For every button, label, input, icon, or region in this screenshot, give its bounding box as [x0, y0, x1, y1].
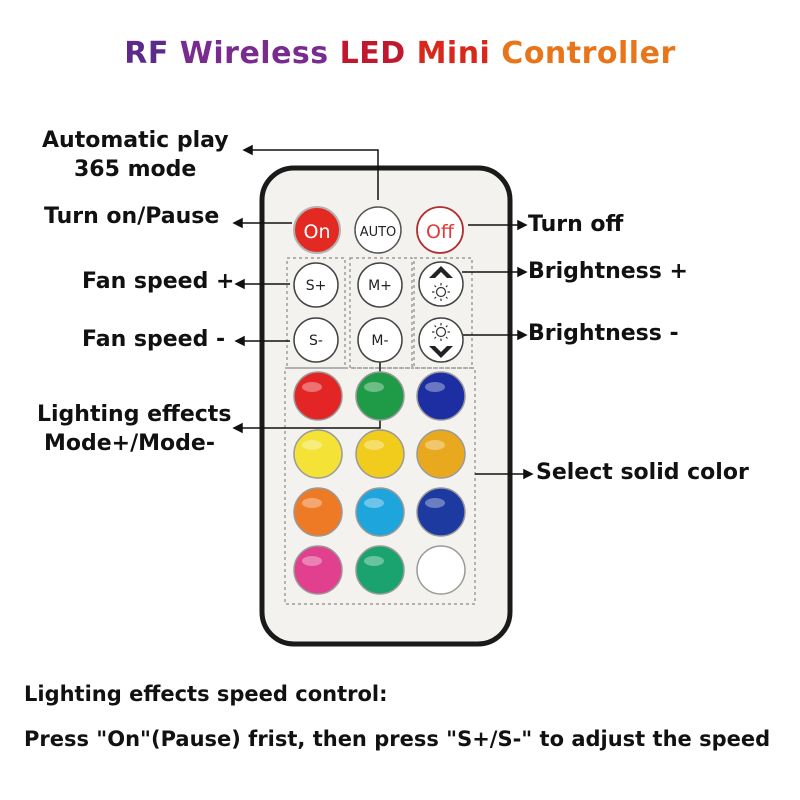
mode-group-box [349, 257, 413, 369]
auto-label-line1: Automatic play [42, 128, 229, 153]
speed-plus-label: S+ [306, 278, 327, 294]
color-group-box [284, 367, 476, 605]
color-button-r1-c2[interactable] [355, 371, 405, 421]
speed-control-instruction: Press "On"(Pause) frist, then press "S+/… [24, 727, 771, 751]
color-grid [293, 371, 466, 595]
brightness-minus-label: Brightness - [528, 321, 679, 346]
color-button-r2-c2[interactable] [355, 429, 405, 479]
title-part-4: Controller [501, 36, 676, 71]
mode-minus-button[interactable]: M- [357, 317, 403, 363]
brightness-minus-button[interactable] [418, 317, 464, 363]
auto-label-line2: 365 mode [74, 157, 197, 182]
speed-control-heading: Lighting effects speed control: [24, 682, 388, 706]
title-part-2: LED [339, 36, 417, 71]
title-part-1: Wireless [168, 36, 340, 71]
fan-plus-label: Fan speed + [82, 269, 235, 294]
speed-minus-label: S- [309, 333, 323, 349]
title-part-3: Mini [416, 36, 502, 71]
brightness-plus-label: Brightness + [528, 259, 688, 284]
color-button-r3-c1[interactable] [293, 487, 343, 537]
color-button-r2-c3[interactable] [416, 429, 466, 479]
turn-on-label: Turn on/Pause [44, 204, 220, 229]
effects-label-line1: Lighting effects [37, 402, 232, 427]
speed-minus-button[interactable]: S- [293, 317, 339, 363]
color-button-r3-c2[interactable] [355, 487, 405, 537]
color-button-r4-c1[interactable] [293, 545, 343, 595]
auto-button-label: AUTO [360, 225, 397, 240]
turn-off-label: Turn off [528, 212, 624, 237]
off-button-label: Off [426, 221, 455, 243]
mode-plus-label: M+ [368, 278, 392, 294]
mode-minus-label: M- [371, 333, 388, 349]
color-button-r1-c3[interactable] [416, 371, 466, 421]
page-title: RF Wireless LED Mini Controller [0, 36, 800, 71]
effects-label-line2: Mode+/Mode- [44, 431, 215, 456]
sun-icon [432, 323, 450, 341]
on-button-label: On [304, 221, 331, 243]
down-arrow-icon [429, 346, 453, 358]
sun-icon [432, 283, 450, 301]
color-button-r3-c3[interactable] [416, 487, 466, 537]
color-button-r4-c2[interactable] [355, 545, 405, 595]
speed-plus-button[interactable]: S+ [293, 262, 339, 308]
on-button[interactable]: On [293, 206, 341, 254]
solid-color-label: Select solid color [536, 460, 749, 485]
off-button[interactable]: Off [416, 206, 464, 254]
auto-button[interactable]: AUTO [354, 206, 402, 254]
brightness-plus-button[interactable] [418, 261, 464, 307]
title-part-0: RF [124, 36, 169, 71]
color-button-r2-c1[interactable] [293, 429, 343, 479]
fan-minus-label: Fan speed - [82, 327, 226, 352]
color-button-r4-c3[interactable] [416, 545, 466, 595]
color-button-r1-c1[interactable] [293, 371, 343, 421]
mode-plus-button[interactable]: M+ [357, 262, 403, 308]
up-arrow-icon [429, 266, 453, 278]
